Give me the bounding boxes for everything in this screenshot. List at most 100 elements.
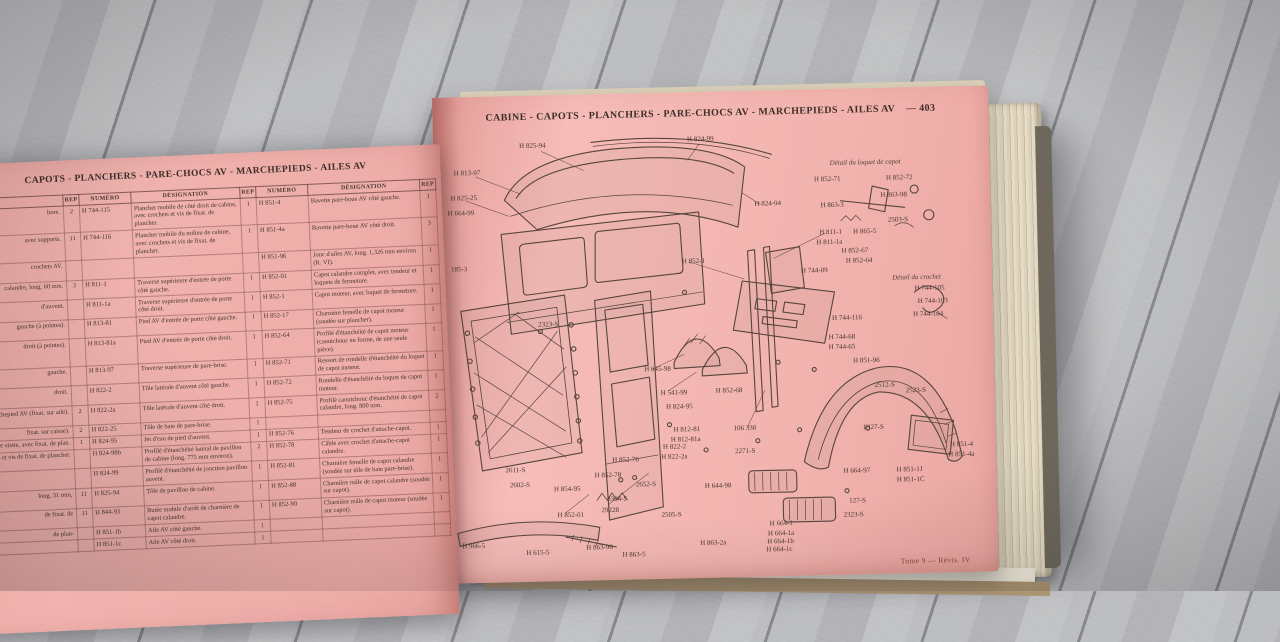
step-plates xyxy=(748,469,837,523)
table-cell: H 852-90 xyxy=(269,497,323,520)
roof-trim-strip xyxy=(590,137,772,159)
table-cell: H 811-1a xyxy=(83,297,137,319)
part-number-label: H 811-1 xyxy=(819,227,843,237)
table-cell xyxy=(270,529,324,544)
table-cell xyxy=(242,252,260,273)
cab-panel-windows xyxy=(500,211,706,335)
table-cell xyxy=(73,448,91,470)
part-number-label: 2323-S xyxy=(538,320,559,329)
part-number-label: H 615-5 xyxy=(526,548,550,557)
table-cell xyxy=(65,260,83,281)
table-cell: 1 xyxy=(241,225,259,254)
part-number-label: H 811-1a xyxy=(816,237,843,247)
part-number-label: 2611-S xyxy=(505,465,526,475)
part-number-label: 106 330 xyxy=(733,423,757,433)
part-number-label: H 664-1c xyxy=(766,544,793,554)
table-cell: 1 xyxy=(247,377,265,399)
table-cell: H 825-94 xyxy=(91,485,145,508)
part-number-label: H 825-25 xyxy=(450,194,478,203)
table-cell: 1 xyxy=(245,330,264,359)
hardware-parts xyxy=(537,289,871,548)
table-cell: 1 xyxy=(426,350,444,371)
part-number-label: 2652-S xyxy=(635,480,657,489)
table-cell xyxy=(433,511,451,525)
part-number-label: 8327-S xyxy=(863,422,884,432)
table-cell: H 851-96 xyxy=(258,250,312,273)
part-number-label: H 863-98 xyxy=(880,190,908,199)
detail-inset-title: Détail du loquet de capot xyxy=(829,157,901,167)
part-number-label: H 825-94 xyxy=(519,141,546,151)
part-number-label: H 824-95 xyxy=(665,402,693,411)
leader-lines xyxy=(466,143,826,514)
table-cell: 1 xyxy=(243,272,261,293)
table-cell: 2 xyxy=(72,424,90,438)
table-cell: 1 xyxy=(251,460,269,482)
table-cell xyxy=(434,523,451,537)
table-cell: 1 xyxy=(240,197,258,226)
part-number-label: H 865-5 xyxy=(853,226,877,236)
part-number-label: 2523-S xyxy=(905,385,927,395)
part-number-label: H 645-98 xyxy=(644,364,671,374)
part-number-label: H 744-103 xyxy=(917,296,948,306)
table-cell: 1 xyxy=(427,370,445,391)
part-number-label: H 744-09 xyxy=(800,266,828,275)
table-cell: 1 xyxy=(247,358,264,379)
parts-table: DÉSIGNATIONREPNUMÉRODÉSIGNATIONREPNUMÉRO… xyxy=(0,178,452,564)
part-number-label: H 744-104 xyxy=(912,309,944,319)
table-cell xyxy=(77,539,95,553)
table-cell xyxy=(67,299,85,320)
column-header: REP xyxy=(62,194,80,207)
table-cell: 1 xyxy=(425,323,443,352)
part-number-label: H 744-116 xyxy=(832,313,863,322)
table-cell: H 852-72 xyxy=(263,375,317,398)
van-line-drawing xyxy=(457,137,963,548)
table-cell: H 813-97 xyxy=(86,363,140,386)
part-number-label: H 822-2a xyxy=(661,452,688,461)
table-cell: H 851-4a xyxy=(257,222,311,253)
part-number-label: 29228 xyxy=(601,505,619,515)
part-number-label: H 851-4 xyxy=(949,439,974,449)
part-number-label: 2505-S xyxy=(661,510,682,519)
column-header: REP xyxy=(239,186,257,199)
part-number-label: H 824-99 xyxy=(686,134,714,144)
table-cell: 1 xyxy=(254,531,272,545)
part-number-label: H 852-68 xyxy=(715,386,743,395)
part-number-label: H 966-5 xyxy=(462,541,486,551)
table-cell: 1 xyxy=(423,264,440,285)
part-number-label: 3304-S xyxy=(607,494,628,504)
table-cell: H 852-17 xyxy=(261,309,314,331)
windshield-frame xyxy=(594,290,664,521)
table-cell: H 844-93 xyxy=(92,505,146,528)
table-cell xyxy=(77,527,94,541)
part-number-label: 185-3 xyxy=(450,265,468,274)
table-cell: H 852-01 xyxy=(259,269,313,292)
table-cell: 1 xyxy=(244,291,262,312)
detail-inset-title: Détail du crochet xyxy=(892,272,942,282)
table-cell: H 851-4 xyxy=(256,195,310,226)
table-cell: H 813-81a xyxy=(85,336,139,367)
table-cell xyxy=(81,257,135,280)
table-cell: H 824-99 xyxy=(90,466,144,489)
part-number-label: 2503-S xyxy=(887,215,909,224)
table-cell: H 811-1 xyxy=(82,277,136,300)
table-cell: 1 xyxy=(430,421,447,434)
table-cell: H 852-71 xyxy=(263,356,316,378)
table-cell: 1 xyxy=(254,519,271,533)
part-number-label: 2512-S xyxy=(874,380,895,390)
table-cell: 1 xyxy=(433,492,450,513)
hook-detail xyxy=(913,285,948,319)
part-number-label: H 854-95 xyxy=(553,484,581,494)
table-cell xyxy=(429,409,446,422)
roof-panel xyxy=(503,146,746,231)
door-pillars xyxy=(746,245,805,413)
part-number-label: H 851-1C xyxy=(896,474,925,484)
table-cell: H 852-1 xyxy=(260,289,313,312)
table-cell: 11 xyxy=(75,488,93,509)
part-number-label: H 812-81 xyxy=(673,425,701,434)
table-cell: H 822-2a xyxy=(87,402,141,425)
part-number-label: 127-S xyxy=(849,496,867,505)
left-page: CAPOTS - PLANCHERS - PARE-CHOCS AV - MAR… xyxy=(0,144,460,642)
table-cell: 2 xyxy=(250,441,268,462)
page-number: — 403 xyxy=(905,102,936,115)
part-number-label: H 852-01 xyxy=(557,510,585,520)
